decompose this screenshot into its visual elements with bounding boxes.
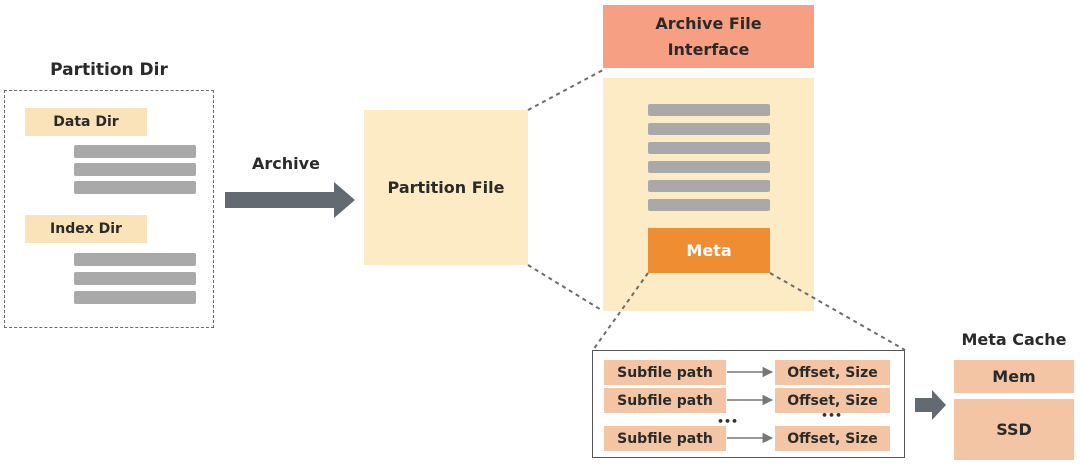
mem-block: Mem — [954, 360, 1074, 393]
partition-dir-title: Partition Dir — [50, 60, 168, 80]
archive-label: Archive — [252, 154, 320, 173]
index-dir-tag: Index Dir — [25, 215, 147, 243]
offset-size-cell: Offset, Size — [775, 360, 890, 385]
data-file-bar — [74, 163, 196, 176]
archive-file-interface-box: Archive File Interface — [603, 5, 814, 68]
ssd-block: SSD — [954, 399, 1074, 460]
meta-block: Meta — [648, 228, 770, 273]
cache-arrow — [915, 390, 946, 420]
subfile-bar — [648, 161, 770, 173]
subfile-bar — [648, 123, 770, 135]
zoom-line-top — [527, 69, 604, 111]
subfile-bar — [648, 199, 770, 211]
index-file-bar — [74, 291, 196, 304]
offset-size-cell: Offset, Size — [775, 426, 890, 451]
data-dir-tag: Data Dir — [25, 108, 147, 136]
subfile-path-cell: Subfile path — [604, 426, 726, 451]
subfile-bar — [648, 142, 770, 154]
meta-label: Meta — [686, 241, 732, 260]
partition-dir-box: Data Dir Index Dir — [4, 90, 214, 328]
zoom-line-bottom — [527, 264, 604, 312]
subfile-bar — [648, 180, 770, 192]
meta-cache-title: Meta Cache — [961, 330, 1067, 349]
interface-label-line1: Archive File — [655, 13, 762, 33]
partition-file-label: Partition File — [387, 178, 505, 197]
index-file-bar — [74, 272, 196, 285]
index-file-bar — [74, 253, 196, 266]
archive-arrow — [225, 182, 355, 218]
ellipsis-left: ••• — [717, 415, 739, 428]
data-file-bar — [74, 145, 196, 158]
meta-table-box: Subfile path Offset, Size Subfile path O… — [592, 350, 905, 458]
subfile-bar — [648, 104, 770, 116]
interface-label-line2: Interface — [667, 39, 750, 59]
ellipsis-right: ••• — [821, 409, 843, 422]
archive-file-box: Meta — [603, 78, 814, 311]
subfile-path-cell: Subfile path — [604, 360, 726, 385]
partition-file-box: Partition File — [364, 110, 528, 265]
subfile-path-cell: Subfile path — [604, 388, 726, 413]
offset-size-cell: Offset, Size — [775, 388, 890, 413]
data-file-bar — [74, 181, 196, 194]
